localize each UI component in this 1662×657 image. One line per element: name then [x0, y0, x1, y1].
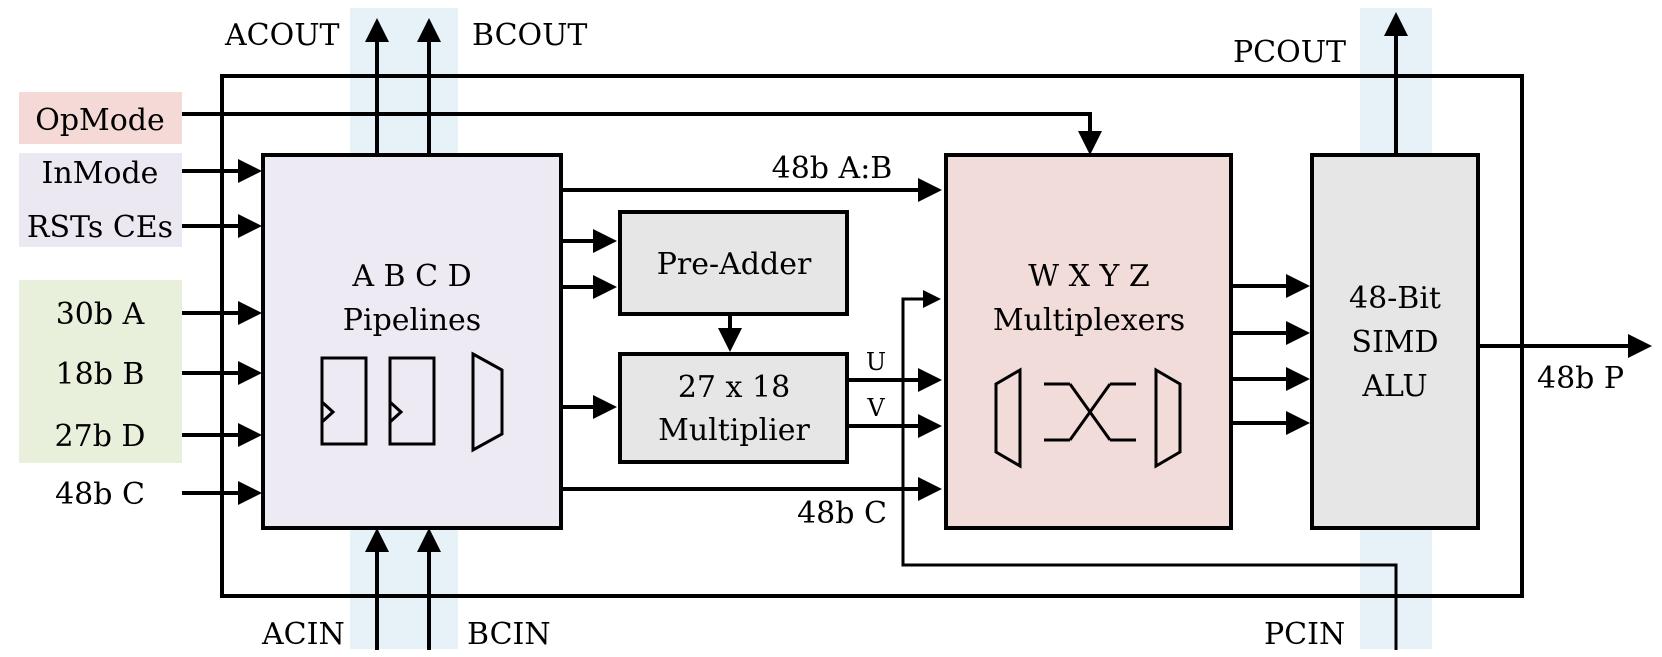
opmode-wire — [182, 112, 1102, 155]
input-a-label: 30b A — [56, 297, 145, 332]
dsp-outer-frame — [220, 74, 1524, 598]
acin-label: ACIN — [261, 617, 345, 652]
v-label: V — [866, 394, 885, 422]
input-c-label: 48b C — [55, 477, 145, 512]
alu-title-1: 48-Bit — [1349, 281, 1441, 316]
pipelines-title-2: Pipelines — [343, 303, 481, 338]
mux-title-2: Multiplexers — [993, 303, 1185, 338]
multiplier-title-2: Multiplier — [658, 413, 810, 448]
bcout-label: BCOUT — [472, 18, 587, 53]
pcin-path — [901, 290, 1398, 650]
inmode-label: InMode — [42, 156, 159, 191]
opmode-label: OpMode — [35, 103, 165, 138]
multiplier-title-1: 27 x 18 — [678, 370, 790, 405]
alu-title-2: SIMD — [1351, 325, 1438, 360]
pcin-label: PCIN — [1264, 617, 1345, 652]
mux-title-1: W X Y Z — [1028, 259, 1149, 294]
bcin-label: BCIN — [467, 617, 551, 652]
mux-icon — [471, 351, 504, 453]
data-inputs-bg — [19, 280, 182, 463]
output-p-label: 48b P — [1537, 361, 1624, 396]
c-bus-label: 48b C — [797, 496, 887, 531]
u-label: U — [866, 348, 886, 376]
input-d-label: 27b D — [55, 419, 146, 454]
ab-bus-label: 48b A:B — [772, 151, 893, 186]
register-icon — [388, 356, 436, 446]
crossbar-mux-icon — [994, 367, 1022, 469]
alu-title-3: ALU — [1361, 369, 1427, 404]
control-bg — [19, 153, 182, 247]
pipelines-title-1: A B C D — [351, 259, 471, 294]
rsts-ces-label: RSTs CEs — [27, 210, 173, 245]
preadder-block — [618, 210, 849, 316]
input-b-label: 18b B — [56, 357, 145, 392]
mux-block — [944, 153, 1233, 530]
preadder-title: Pre-Adder — [657, 247, 812, 282]
crossbar-mux-icon-right — [1154, 367, 1182, 469]
opmode-bg — [19, 92, 182, 144]
crossbar-lines — [1044, 382, 1136, 442]
pipelines-block — [261, 153, 563, 530]
pcout-label: PCOUT — [1233, 35, 1346, 70]
alu-block — [1310, 153, 1480, 530]
acout-label: ACOUT — [224, 18, 340, 53]
multiplier-block — [618, 352, 849, 464]
register-icon — [320, 356, 368, 446]
